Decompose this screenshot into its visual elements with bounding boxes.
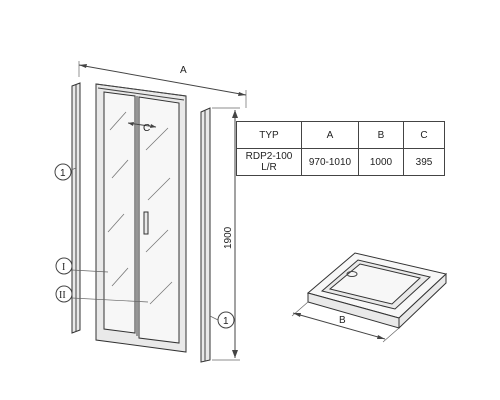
header-a: A [301,121,359,149]
door-handle [143,211,149,235]
callout-1-right [209,311,235,329]
callout-ii-label: II [59,290,66,301]
cell-typ: RDP2-100 L/R [236,148,302,176]
left-wall-profile [71,82,81,334]
header-typ: TYP [236,121,302,149]
callout-1-left-label: 1 [60,168,66,179]
cell-b: 1000 [358,148,404,176]
dimension-c [127,122,157,128]
door-frame [95,83,187,353]
header-b: B [358,121,404,149]
dimension-a-label: A [180,65,187,76]
spec-table-header-row: TYP A B C [236,121,445,149]
spec-table: TYP A B C RDP2-100 L/R 970-1010 1000 395 [236,121,445,176]
glass-hatching [107,111,173,305]
shower-tray [306,252,448,330]
callout-i-label: I [62,262,65,273]
callout-i [55,257,109,275]
dimension-b [291,301,400,343]
cell-a: 970-1010 [301,148,359,176]
right-wall-profile [200,107,211,363]
callout-1-right-label: 1 [223,316,229,327]
spec-table-row: RDP2-100 L/R 970-1010 1000 395 [236,148,445,176]
dimension-b-label: B [339,315,346,326]
cell-c: 395 [403,148,445,176]
callout-ii [55,285,149,303]
dimension-height [212,107,240,361]
header-c: C [403,121,445,149]
dimension-height-label: 1900 [223,226,234,249]
dimension-c-label: C [143,123,150,134]
callout-1-left [54,163,77,181]
dimension-a [78,61,247,108]
